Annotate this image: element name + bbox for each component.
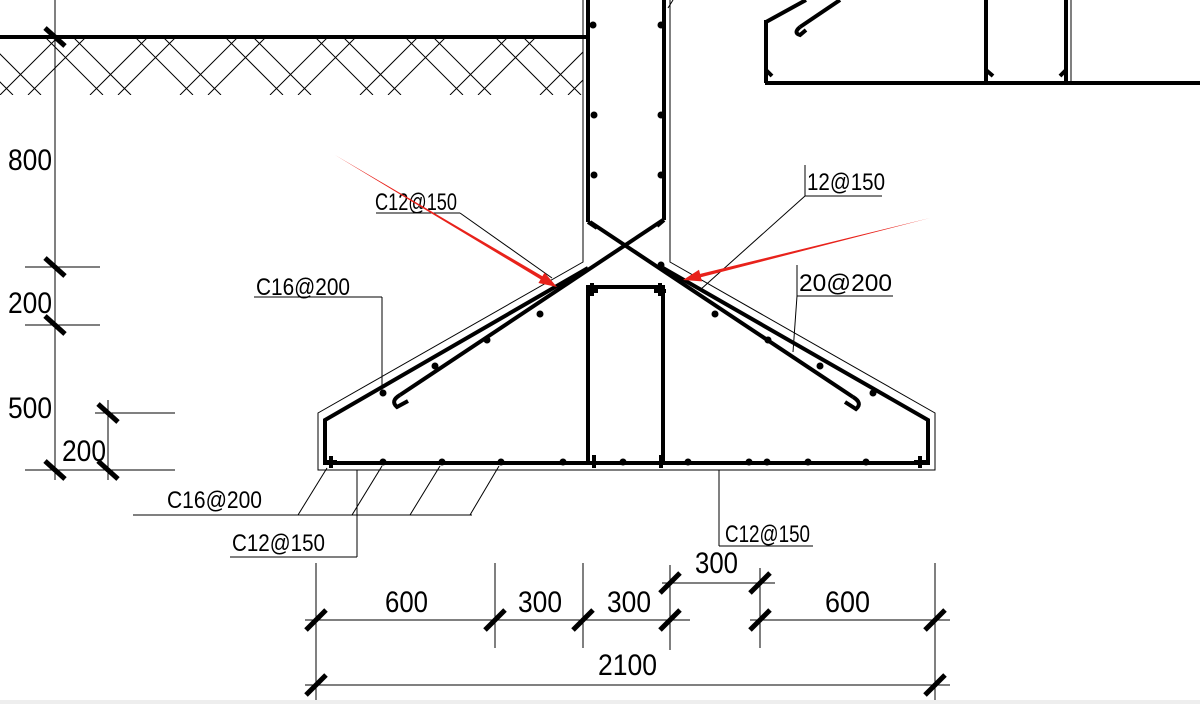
plan-dimension-chain: 300 600 300 300 600 2100 xyxy=(304,547,950,700)
rebar-dot xyxy=(438,458,446,466)
dimension-value: 600 xyxy=(385,586,428,619)
rebar-dot xyxy=(379,389,387,397)
leader-line xyxy=(792,295,798,353)
dimension-tick xyxy=(658,571,682,595)
dimension-value: 500 xyxy=(8,392,52,425)
dimension-tick xyxy=(923,673,947,697)
dimension-value: 300 xyxy=(518,586,562,619)
dimension-tick xyxy=(304,608,328,632)
bar-hook xyxy=(843,395,861,412)
rebar-callout-label: C16@200 xyxy=(256,274,350,301)
rebar-callout-label: 20@200 xyxy=(799,270,892,297)
bar-end-mark xyxy=(914,456,926,468)
dimension-tick xyxy=(43,314,67,336)
bar-hook xyxy=(655,218,666,228)
crossing-bar-right xyxy=(588,220,855,399)
rebar-dot xyxy=(684,458,692,466)
dimension-value: 600 xyxy=(825,586,870,619)
dimension-tick xyxy=(96,402,120,424)
dimension-value: 200 xyxy=(62,435,106,468)
dimension-tick xyxy=(571,608,595,632)
ground xyxy=(0,35,587,95)
leader-line xyxy=(667,0,674,9)
rebar-dot xyxy=(379,458,387,466)
earth-hatch xyxy=(0,38,583,95)
adjacent-detail-fragment xyxy=(764,0,1200,85)
dimension-tick xyxy=(304,673,328,697)
dimension-value: 300 xyxy=(607,586,651,619)
bar-hook xyxy=(764,68,774,78)
rebar-callout-label: 12@150 xyxy=(807,169,885,196)
reinforcement xyxy=(323,0,930,468)
footing-main-bar-loop xyxy=(323,266,930,465)
bar-hook xyxy=(392,393,409,410)
rebar-dot xyxy=(619,458,627,466)
concrete-outline xyxy=(317,0,936,471)
red-callout-arrow xyxy=(683,218,930,282)
dimension-tick xyxy=(658,608,682,632)
bar-hook xyxy=(984,68,995,78)
dimension-value: 2100 xyxy=(598,649,657,682)
bar-hook xyxy=(794,25,808,38)
dimension-tick xyxy=(748,608,772,632)
rebar-dot xyxy=(536,310,544,318)
dimension-tick xyxy=(43,459,67,481)
rebar-callouts: C12@150 12@150 C16@200 20@200 C16@200 C1… xyxy=(133,165,893,558)
dimension-value: 300 xyxy=(695,547,738,580)
dimension-tick xyxy=(43,256,67,278)
rebar-callout-label: C12@150 xyxy=(725,521,810,548)
dimension-tick xyxy=(483,608,507,632)
bar-end-mark xyxy=(654,283,666,296)
dimension-tick xyxy=(748,571,772,595)
rebar-dot xyxy=(657,111,665,119)
dimension-value: 200 xyxy=(8,287,52,320)
rebar-dot xyxy=(657,171,665,179)
leader-line xyxy=(699,195,806,291)
rebar-dot xyxy=(590,171,598,179)
rebar-dot xyxy=(657,261,665,269)
dimension-tick xyxy=(43,26,67,48)
window-bottom-edge xyxy=(0,700,1200,704)
rebar-dot xyxy=(763,458,771,466)
red-callout-arrow xyxy=(335,155,557,287)
bar-end-mark xyxy=(586,283,598,296)
rebar-dot xyxy=(764,336,772,344)
rebar-callout-label: C12@150 xyxy=(232,530,325,557)
sloped-bar xyxy=(798,0,842,29)
rebar-dot xyxy=(590,111,598,119)
bar-end-mark xyxy=(592,455,663,468)
elevation-dimension-chain: 800 200 500 200 xyxy=(8,0,175,481)
leader-line xyxy=(297,467,328,516)
dimension-tick xyxy=(923,608,947,632)
rebar-dot xyxy=(657,21,665,29)
rebar-dot xyxy=(431,362,439,370)
rebar-dot xyxy=(497,458,505,466)
sloped-bar xyxy=(765,0,807,24)
crossing-bar-left xyxy=(398,218,665,397)
bar-hook xyxy=(1058,68,1068,78)
rebar-dot xyxy=(745,458,753,466)
leader-line xyxy=(469,465,500,516)
bar-end-mark xyxy=(325,456,337,468)
dimension-value: 800 xyxy=(8,144,52,177)
rebar-callout-label: C16@200 xyxy=(167,487,262,514)
leader-line xyxy=(409,465,441,516)
rebar-dot xyxy=(862,458,870,466)
leader-line xyxy=(459,212,553,279)
rebar-dot xyxy=(711,310,719,318)
rebar-dot xyxy=(589,21,597,29)
dimension-tick xyxy=(96,459,120,481)
rebar-dot xyxy=(483,336,491,344)
rebar-dot xyxy=(869,389,877,397)
rebar-dot xyxy=(816,362,824,370)
bar-hook xyxy=(586,220,599,230)
rebar-dot xyxy=(804,458,812,466)
rebar-dot xyxy=(559,458,567,466)
